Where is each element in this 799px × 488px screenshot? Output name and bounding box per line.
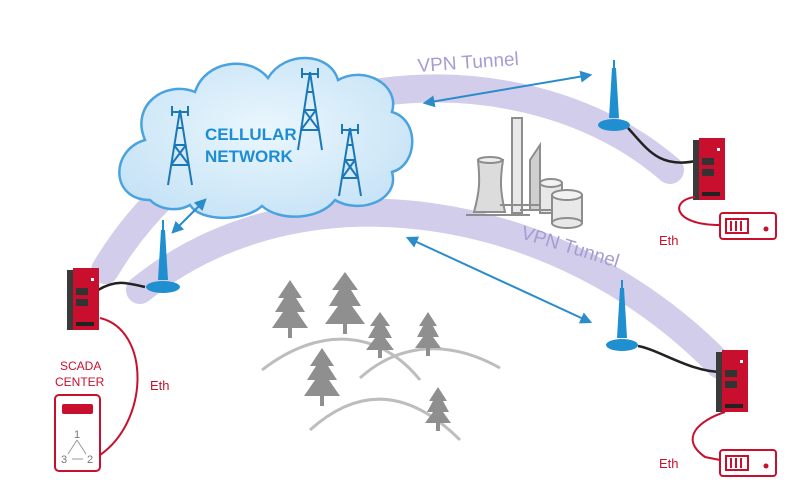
power-plant-icon bbox=[466, 117, 583, 229]
scada-node-3: 3 bbox=[61, 454, 67, 466]
rtu-device-icon bbox=[719, 212, 777, 477]
arrow-left-to-bottom-antenna bbox=[405, 236, 593, 324]
scada-label-line2: CENTER bbox=[55, 375, 105, 389]
eth-label-left: Eth bbox=[150, 378, 170, 393]
arrow-cloud-to-top-antenna bbox=[422, 70, 593, 108]
eth-label-bottom-right: Eth bbox=[659, 456, 679, 471]
cloud-label-line1: CELLULAR bbox=[205, 125, 297, 144]
eth-cable-bottom-right bbox=[691, 411, 726, 461]
antenna-cable-left bbox=[97, 281, 146, 292]
eth-cable-left bbox=[99, 317, 139, 456]
antenna-icon bbox=[146, 60, 638, 351]
arrow-cloud-to-left-antenna bbox=[171, 198, 207, 234]
antenna-cable-top-right bbox=[627, 127, 701, 164]
router-icon bbox=[67, 138, 748, 412]
vpn-tunnel-top-label: VPN Tunnel bbox=[417, 49, 520, 77]
scada-node-2: 2 bbox=[87, 454, 93, 466]
eth-label-top-right: Eth bbox=[659, 233, 679, 248]
scada-server-icon bbox=[54, 394, 101, 472]
scada-label-line1: SCADA bbox=[60, 359, 101, 373]
vpn-tunnel-bottom bbox=[126, 198, 734, 379]
cell-tower-icon bbox=[167, 68, 362, 197]
cloud-label-line2: NETWORK bbox=[205, 147, 294, 166]
antenna-cable-bottom-right bbox=[637, 344, 723, 374]
eth-cable-top-right bbox=[678, 196, 721, 226]
scada-node-1: 1 bbox=[74, 429, 80, 441]
tree-icon bbox=[272, 272, 451, 431]
cellular-cloud bbox=[118, 56, 414, 220]
